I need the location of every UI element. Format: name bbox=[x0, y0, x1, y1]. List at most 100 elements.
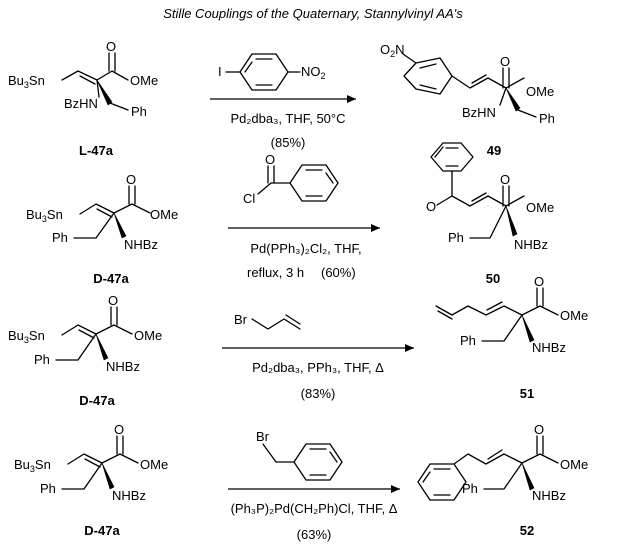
benzamide-label: BzHN bbox=[64, 96, 98, 111]
carbonyl-bond bbox=[108, 52, 116, 72]
product-52-wedge bbox=[521, 462, 535, 491]
product-52-ring-double bbox=[422, 468, 451, 496]
compound-label-49: 49 bbox=[487, 143, 501, 158]
stereo-wedge bbox=[96, 79, 113, 106]
compound-label-start-3: D-47a bbox=[79, 393, 115, 408]
vinyl-bond-3 bbox=[61, 324, 97, 339]
product-51-diene bbox=[435, 301, 523, 320]
benzoyl-ring bbox=[289, 164, 339, 202]
compound-label-start-2: D-47a bbox=[93, 271, 129, 286]
phenyl-label-2: Ph bbox=[52, 230, 68, 245]
carbonyl-bond-3 bbox=[110, 306, 118, 326]
iodine-label: I bbox=[218, 64, 222, 79]
carbonyl-oxygen-4: O bbox=[114, 422, 124, 437]
benzyl-bond-4 bbox=[61, 462, 103, 490]
product-52-carbonyl bbox=[536, 435, 544, 455]
arrow-head-1 bbox=[347, 95, 356, 103]
methoxy-label-4: OMe bbox=[140, 457, 168, 472]
reaction-3: Bu3Sn O OMe Ph NHBz D-47a Br Pd₂dba₃, PP… bbox=[8, 274, 588, 408]
product-51-structure: O OMe Ph NHBz bbox=[435, 274, 588, 355]
product-vinyl bbox=[451, 74, 489, 89]
nitro-label: NO2 bbox=[301, 64, 326, 81]
acyl-oxygen: O bbox=[265, 152, 275, 167]
phenyl-label-4: Ph bbox=[40, 481, 56, 496]
conditions-3: Pd₂dba₃, PPh₃, THF, Δ bbox=[252, 360, 384, 375]
yield-4: (63%) bbox=[297, 527, 332, 542]
product-50-ketone-oxygen: O bbox=[426, 199, 436, 214]
carbonyl-oxygen-2: O bbox=[126, 172, 136, 187]
product-phenyl: Ph bbox=[539, 111, 555, 126]
product-n-bond bbox=[499, 87, 507, 106]
methoxy-label-3: OMe bbox=[134, 328, 162, 343]
product-methoxy: OMe bbox=[526, 84, 554, 99]
ring-double-bonds bbox=[244, 58, 273, 86]
tributyltin-label-2: Bu3Sn bbox=[26, 207, 63, 224]
ester-bonds bbox=[96, 70, 129, 81]
reaction-2: Bu3Sn O OMe Ph NHBz D-47a O Cl Pd(PPh₃)₂… bbox=[26, 142, 554, 286]
bromine-label-4: Br bbox=[256, 429, 270, 444]
product-52-benzyl bbox=[483, 462, 523, 490]
yield-1: (85%) bbox=[271, 135, 306, 150]
product-carbonyl bbox=[502, 67, 510, 89]
product-50-ring bbox=[430, 142, 474, 172]
product-52-chain bbox=[453, 449, 523, 465]
benzyl-chain bbox=[262, 443, 295, 463]
product-51-benzyl bbox=[481, 314, 523, 342]
reagent-benzoyl-chloride: O Cl bbox=[243, 152, 339, 206]
product-50-methoxy: OMe bbox=[526, 200, 554, 215]
conditions-1: Pd₂dba₃, THF, 50°C bbox=[230, 111, 345, 126]
stereo-wedge-2 bbox=[113, 212, 127, 239]
arrow-head-2 bbox=[371, 224, 380, 232]
nitro-aryl-bond bbox=[402, 53, 417, 64]
stereo-wedge-3 bbox=[95, 333, 109, 361]
product-50-ester bbox=[487, 195, 525, 207]
product-51-ester bbox=[521, 305, 559, 316]
acyl-chloride-bond bbox=[257, 182, 272, 195]
stannylvinyl-substrate-d-4: Bu3Sn O OMe Ph NHBz bbox=[14, 422, 168, 503]
product-50-wedge bbox=[505, 205, 518, 237]
tributyltin-label-4: Bu3Sn bbox=[14, 457, 51, 474]
benzyl-ring bbox=[293, 443, 343, 481]
stannylvinyl-substrate-d-2: Bu3Sn O OMe Ph NHBz bbox=[26, 172, 178, 252]
product-49-structure: O2N O OMe BzHN Ph bbox=[380, 42, 555, 126]
nitro-label-product: O2N bbox=[380, 42, 405, 59]
yield-2: (60%) bbox=[321, 265, 356, 280]
compound-label-start-4: D-47a bbox=[84, 523, 120, 538]
ester-bonds-2 bbox=[113, 203, 151, 214]
product-51-oxygen: O bbox=[534, 274, 544, 289]
ester-bonds-4 bbox=[101, 453, 139, 464]
product-51-carbonyl bbox=[536, 287, 544, 307]
conditions-2: Pd(PPh₃)₂Cl₂, THF, bbox=[250, 241, 361, 256]
phenyl-label-3: Ph bbox=[34, 352, 50, 367]
benzamide-label-4: NHBz bbox=[112, 488, 146, 503]
product-oxygen: O bbox=[500, 54, 510, 69]
vinyl-bond-4 bbox=[67, 453, 103, 468]
product-51-phenyl: Ph bbox=[460, 333, 476, 348]
tributyltin-label-3: Bu3Sn bbox=[8, 328, 45, 345]
reaction-1: Bu3Sn O OMe BzHN Ph L-47a I NO2 Pd₂dba₃,… bbox=[8, 39, 555, 158]
benzyl-bond bbox=[109, 102, 129, 111]
product-52-ester bbox=[521, 453, 559, 464]
product-50-benzamide: NHBz bbox=[514, 237, 548, 252]
stereo-wedge-4 bbox=[101, 462, 115, 490]
product-ring-double-bonds bbox=[419, 63, 437, 90]
product-52-structure: O OMe Ph NHBz bbox=[417, 422, 588, 503]
product-52-ring bbox=[417, 463, 467, 501]
methoxy-label: OMe bbox=[130, 73, 158, 88]
conditions-2b: reflux, 3 h bbox=[247, 265, 304, 280]
compound-label-start-1: L-47a bbox=[79, 143, 114, 158]
ester-bonds-3 bbox=[95, 324, 133, 335]
carbonyl-oxygen-3: O bbox=[108, 293, 118, 308]
scheme-title: Stille Couplings of the Quaternary, Stan… bbox=[163, 6, 463, 21]
benzamide-label-2: NHBz bbox=[124, 237, 158, 252]
compound-label-50: 50 bbox=[486, 271, 500, 286]
product-51-benzamide: NHBz bbox=[532, 340, 566, 355]
benzyl-bond-3 bbox=[55, 333, 97, 361]
product-50-carbonyl bbox=[502, 185, 510, 207]
product-benzyl-bond bbox=[517, 109, 537, 118]
product-ester-bonds bbox=[487, 77, 525, 89]
product-50-ketone-bond bbox=[436, 185, 453, 206]
conditions-4: (Ph₃P)₂Pd(CH₂Ph)Cl, THF, Δ bbox=[231, 501, 398, 516]
yield-3: (83%) bbox=[301, 386, 336, 401]
benzoyl-ring-double-bonds bbox=[305, 169, 334, 197]
